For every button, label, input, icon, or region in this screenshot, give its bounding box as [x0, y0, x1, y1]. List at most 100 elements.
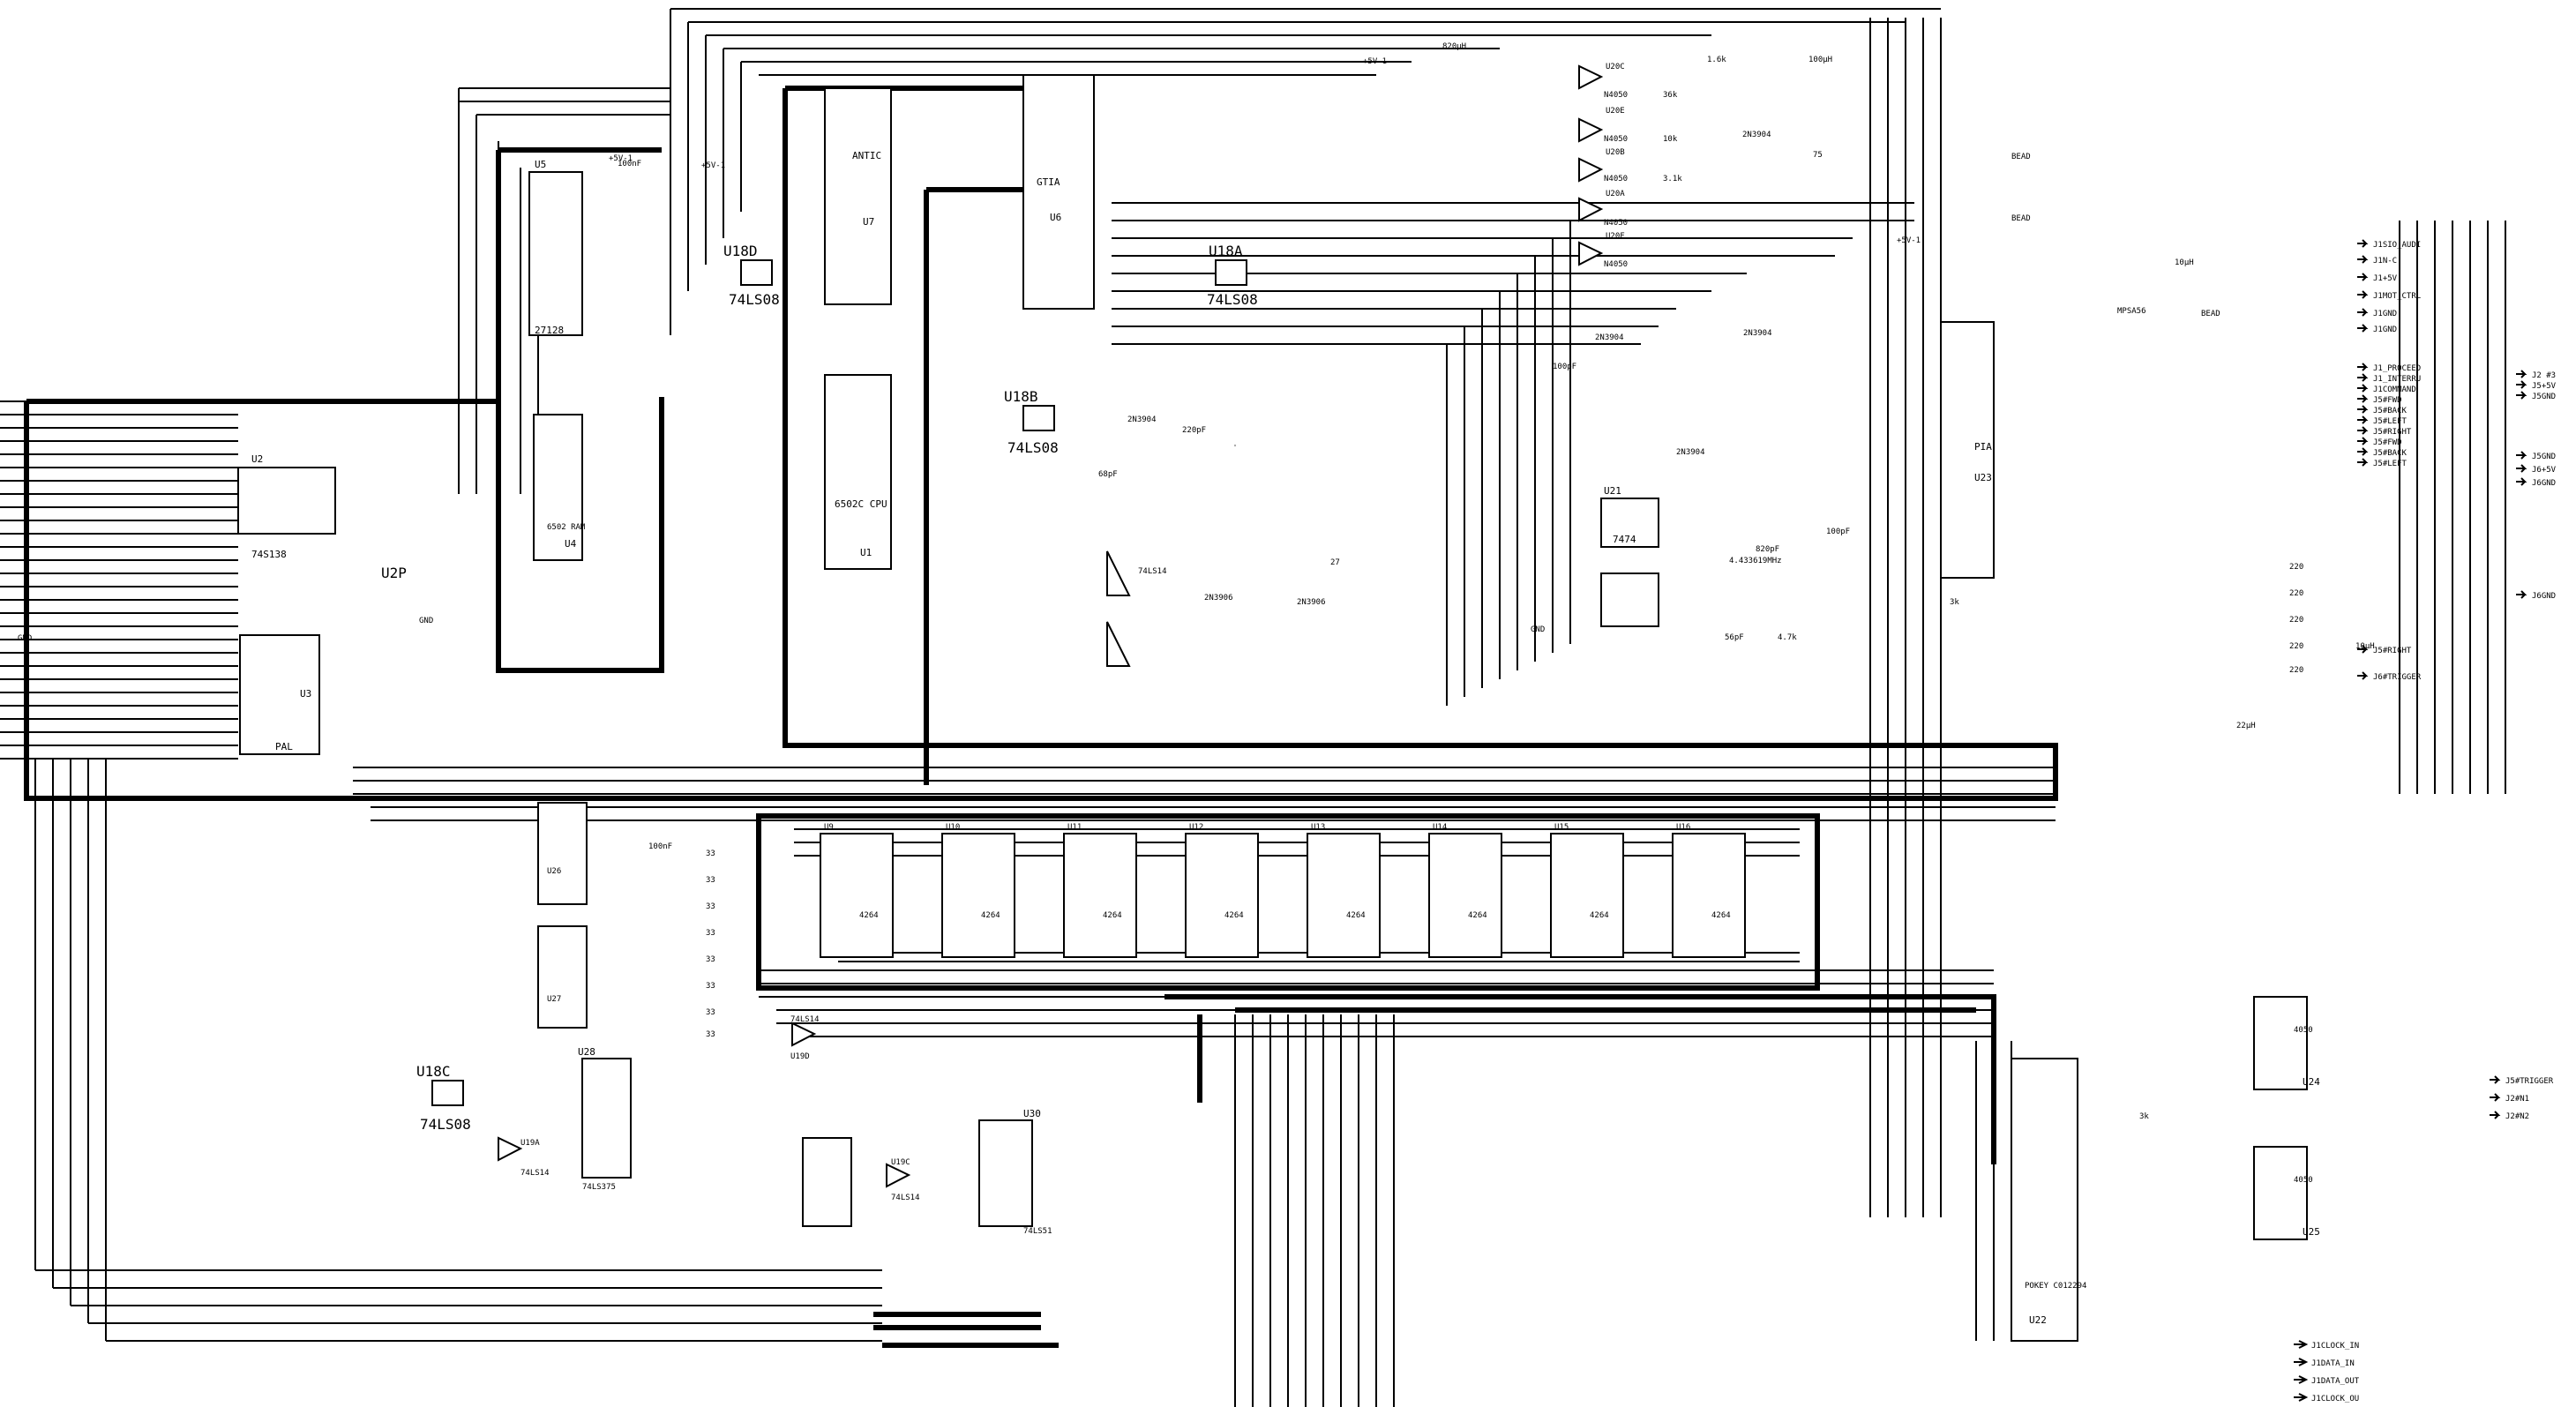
connector-label: J5#RIGHT — [2373, 428, 2412, 437]
connector-label: J5#BACK — [2373, 449, 2408, 458]
connector-label: J5#RIGHT — [2373, 647, 2412, 655]
r74-value: 3k — [2139, 1112, 2149, 1121]
l11-value: BEAD — [2201, 310, 2220, 318]
connector-label: J1N-C — [2373, 257, 2397, 266]
chip-u25-part: 4050 — [2294, 1176, 2313, 1185]
ram-chip-part: 4264 — [859, 911, 879, 920]
c111-value: 820pF — [1756, 545, 1779, 554]
c28-value: 100nF — [618, 160, 641, 168]
chip-u26-ref: U26 — [547, 867, 561, 876]
ground-label-1: GND — [18, 634, 32, 643]
chip-u30: U30 74LS51 — [978, 1108, 1052, 1236]
chip-u5-ref: U5 — [535, 159, 546, 170]
passive-labels: 820µH 100pF 10k 3.1k 36k 1.6k 100µH 75 B… — [618, 42, 2375, 1121]
gate-u18d-part: 74LS08 — [729, 291, 780, 308]
r98-value: 33 — [706, 849, 715, 858]
connector-label: J1GND — [2373, 310, 2397, 318]
connector-label: J5#FWD — [2373, 438, 2402, 447]
chip-u22: U22 POKEY C012294 — [2011, 1058, 2086, 1342]
r100-value: 33 — [706, 902, 715, 911]
chip-u2: U2 74S138 — [237, 453, 336, 560]
chip-u1: U1 6502C CPU — [824, 374, 892, 570]
connector-label: J5#TRIGGER — [2505, 1077, 2554, 1086]
chip-u5-part: 27128 — [535, 325, 564, 336]
ground-label-3: GND — [1531, 625, 1545, 634]
connector-label: J1MOT_CTRL — [2373, 292, 2421, 301]
ram-chip-ref: U10 — [946, 823, 960, 832]
connector-label: J1DATA_OUT — [2311, 1377, 2360, 1386]
ram-chip-part: 4264 — [981, 911, 1000, 920]
chip-u7: U7 ANTIC — [824, 87, 892, 305]
ram-chip-part: 4264 — [1224, 911, 1244, 920]
ram-chip-part: 4264 — [1590, 911, 1609, 920]
buffer-stack: U20C N4050 U20E N4050 U20B N4050 U20A N4… — [1578, 63, 1628, 269]
connector-label: J5+5V — [2532, 382, 2557, 391]
chip-u6: U6 GTIA — [1022, 74, 1095, 310]
connector-label: J1DATA_IN — [2311, 1359, 2355, 1368]
buffer-3-ref: U20A — [1606, 190, 1625, 198]
supply-label-4: +5V-1 — [1897, 236, 1921, 245]
r49-value: 3.1k — [1663, 175, 1682, 183]
chip-u4: U4 6502 RAM — [533, 414, 586, 561]
ground-label-2: GND — [419, 617, 433, 625]
buffer-0-ref: U20C — [1606, 63, 1625, 71]
gate-u18c: U18C 74LS08 — [416, 1063, 471, 1133]
connector-label: J1_PROCEED — [2373, 364, 2421, 373]
connector-label: J1COMMAND — [2373, 385, 2416, 394]
inverter-u19d-part: 74LS14 — [790, 1015, 820, 1024]
chip-u30-part: 74LS51 — [1023, 1227, 1052, 1236]
connector-label: J1GND — [2373, 326, 2397, 334]
ram-chip-part: 4264 — [1468, 911, 1487, 920]
connector-label: J1CLOCK_IN — [2311, 1342, 2359, 1351]
c45-value: 220pF — [1182, 426, 1206, 435]
chip-u29 — [802, 1137, 852, 1227]
supply-label-3: +5V-1 — [1363, 57, 1387, 66]
r134-value: 220 — [2289, 563, 2303, 572]
connector-label: J2#N1 — [2505, 1095, 2529, 1104]
connector-label: J6#TRIGGER — [2373, 673, 2422, 682]
transistor-q9: 2N3906 — [1297, 598, 1326, 607]
r87-value: 3k — [1950, 598, 1959, 607]
chip-u25: U25 4050 — [2253, 1146, 2320, 1240]
chip-u22-part: POKEY C012294 — [2025, 1282, 2086, 1291]
r136-value: 220 — [2289, 616, 2303, 625]
connector-label: J2 #3 — [2532, 371, 2556, 380]
ram-chip-ref: U13 — [1311, 823, 1325, 832]
chip-u2p-ref: U2P — [381, 565, 407, 581]
chip-u21: U21 7474 — [1600, 485, 1659, 627]
ram-chip-u10: U10 4264 — [941, 823, 1015, 958]
chip-u23: U23 PIA — [1940, 321, 1995, 579]
buffer-0-part: N4050 — [1604, 91, 1628, 100]
r105-value: 33 — [706, 1030, 715, 1039]
chip-u4-ref: U4 — [565, 538, 577, 550]
chip-u27-ref: U27 — [547, 995, 561, 1004]
l7-value: BEAD — [2011, 214, 2031, 223]
chip-u28-ref: U28 — [578, 1046, 595, 1058]
chip-u27: U27 — [537, 925, 588, 1029]
chip-u3-part: PAL — [275, 741, 293, 752]
chip-u26: U26 — [537, 802, 588, 905]
r46-value: 1.6k — [1707, 56, 1726, 64]
chip-u21-part: 7474 — [1613, 534, 1636, 545]
transistor-q1: 2N3904 — [1127, 415, 1157, 424]
gate-u18c-part: 74LS08 — [420, 1116, 471, 1133]
connector-label: J6GND — [2532, 479, 2556, 488]
r48-value: 10k — [1663, 135, 1678, 144]
transistor-group: 2N3904 2N3904 2N3904 2N3904 2N3904 MPSA5… — [1127, 131, 2146, 607]
buffer-2-ref: U20B — [1606, 148, 1625, 157]
chip-u21-ref: U21 — [1604, 485, 1621, 497]
gate-u18a: U18A 74LS08 — [1207, 243, 1258, 308]
chip-u23-ref: U23 — [1974, 472, 1992, 483]
connector-label: J5GND — [2532, 393, 2556, 401]
chip-u6-ref: U6 — [1050, 212, 1061, 223]
chip-u30-ref: U30 — [1023, 1108, 1041, 1119]
r73-value: 4.7k — [1778, 633, 1797, 642]
chip-u28-part: 74LS375 — [582, 1183, 616, 1192]
connector-label: J2#N2 — [2505, 1112, 2529, 1121]
buffer-3-part: N4050 — [1604, 219, 1628, 228]
r101-value: 33 — [706, 929, 715, 938]
inverter-group: U19A 74LS14 74LS14 U19D U19C 74LS14 74LS… — [498, 550, 1167, 1202]
ram-chip-ref: U14 — [1433, 823, 1447, 832]
